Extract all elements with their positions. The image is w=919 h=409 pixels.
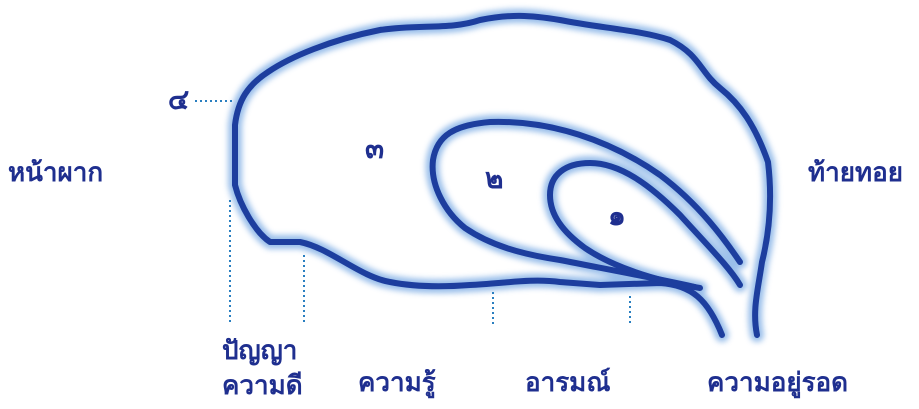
label-emotion: อารมณ์ [525, 370, 610, 396]
label-wisdom: ปัญญา [222, 338, 297, 364]
layer-number-1: ๑ [608, 202, 626, 230]
label-survival: ความอยู่รอด [707, 370, 848, 396]
middle-layer-outline [433, 122, 740, 287]
label-front: หน้าผาก [8, 160, 103, 186]
label-knowledge: ความรู้ [358, 370, 436, 396]
layer-number-4: ๔ [168, 86, 189, 114]
layer-number-2: ๒ [485, 165, 503, 193]
layer-number-3: ๓ [365, 135, 384, 163]
label-back: ท้ายทอย [808, 160, 903, 186]
label-goodness: ความดี [222, 373, 303, 399]
